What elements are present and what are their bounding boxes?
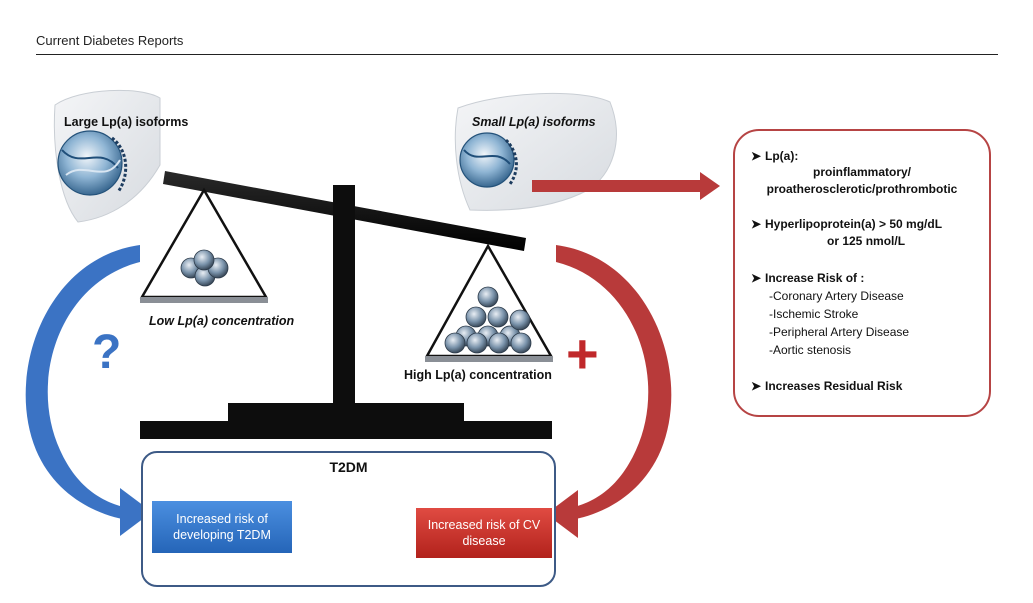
risk-item: -Aortic stenosis — [769, 343, 852, 357]
lipoprotein-particle-icon — [444, 332, 466, 354]
info-item-lpa-line2: proinflammatory/ — [812, 165, 911, 179]
lipoprotein-particle-icon — [488, 332, 510, 354]
lipoprotein-particle-icon — [510, 332, 532, 354]
arrowhead-bullet-icon: ➤ — [751, 379, 762, 393]
t2dm-risk-box: Increased risk of developing T2DM — [152, 501, 292, 553]
lipoprotein-particle-icon — [57, 130, 128, 196]
balance-post — [333, 185, 355, 403]
right-particles — [444, 286, 532, 354]
journal-name: Current Diabetes Reports — [36, 33, 184, 48]
cv-risk-box: Increased risk of CV disease — [416, 508, 552, 558]
arrowhead-bullet-icon: ➤ — [751, 217, 762, 231]
question-mark-icon: ? — [92, 326, 122, 379]
small-isoforms-label: Small Lp(a) isoforms — [472, 115, 596, 129]
low-concentration-label: Low Lp(a) concentration — [149, 314, 295, 328]
info-item-hyperlipoprotein: ➤Hyperlipoprotein(a) > 50 mg/dL — [751, 217, 943, 231]
lipoprotein-particle-icon — [466, 332, 488, 354]
header-rule — [36, 54, 998, 55]
high-concentration-label: High Lp(a) concentration — [404, 368, 552, 382]
lipoprotein-particle-icon — [459, 132, 518, 188]
info-item-increase-risk: ➤Increase Risk of : — [751, 271, 865, 285]
balance-base — [140, 421, 552, 439]
lipoprotein-particle-icon — [509, 309, 531, 331]
arrowhead-bullet-icon: ➤ — [751, 149, 762, 163]
arrowhead-bullet-icon: ➤ — [751, 271, 762, 285]
info-item-lpa-line3: proatherosclerotic/prothrombotic — [766, 182, 958, 196]
left-pan — [139, 187, 269, 303]
large-isoforms-label: Large Lp(a) isoforms — [64, 115, 189, 129]
balance-base-top — [228, 403, 464, 421]
left-particles — [180, 249, 229, 287]
risk-item: -Ischemic Stroke — [769, 307, 859, 321]
info-item-residual-risk: ➤Increases Residual Risk — [751, 379, 903, 393]
lipoprotein-particle-icon — [193, 249, 215, 271]
red-curved-arrow — [546, 245, 672, 538]
red-arrow-to-info — [532, 172, 720, 200]
lpa-info-box: ➤Lp(a): proinflammatory/ proatherosclero… — [733, 129, 991, 417]
lipoprotein-particle-icon — [487, 306, 509, 328]
risk-item: -Coronary Artery Disease — [769, 289, 904, 303]
lipoprotein-particle-icon — [465, 306, 487, 328]
info-item-lpa: ➤Lp(a): — [751, 149, 799, 163]
lipoprotein-particle-icon — [477, 286, 499, 308]
risk-item: -Peripheral Artery Disease — [769, 325, 910, 339]
t2dm-box: T2DM Increased risk of developing T2DM I… — [141, 451, 556, 587]
t2dm-title: T2DM — [329, 459, 368, 475]
blue-curved-arrow — [25, 245, 152, 536]
plus-sign-icon: + — [566, 322, 599, 385]
info-item-hyperlipoprotein-line2: or 125 nmol/L — [827, 234, 906, 248]
